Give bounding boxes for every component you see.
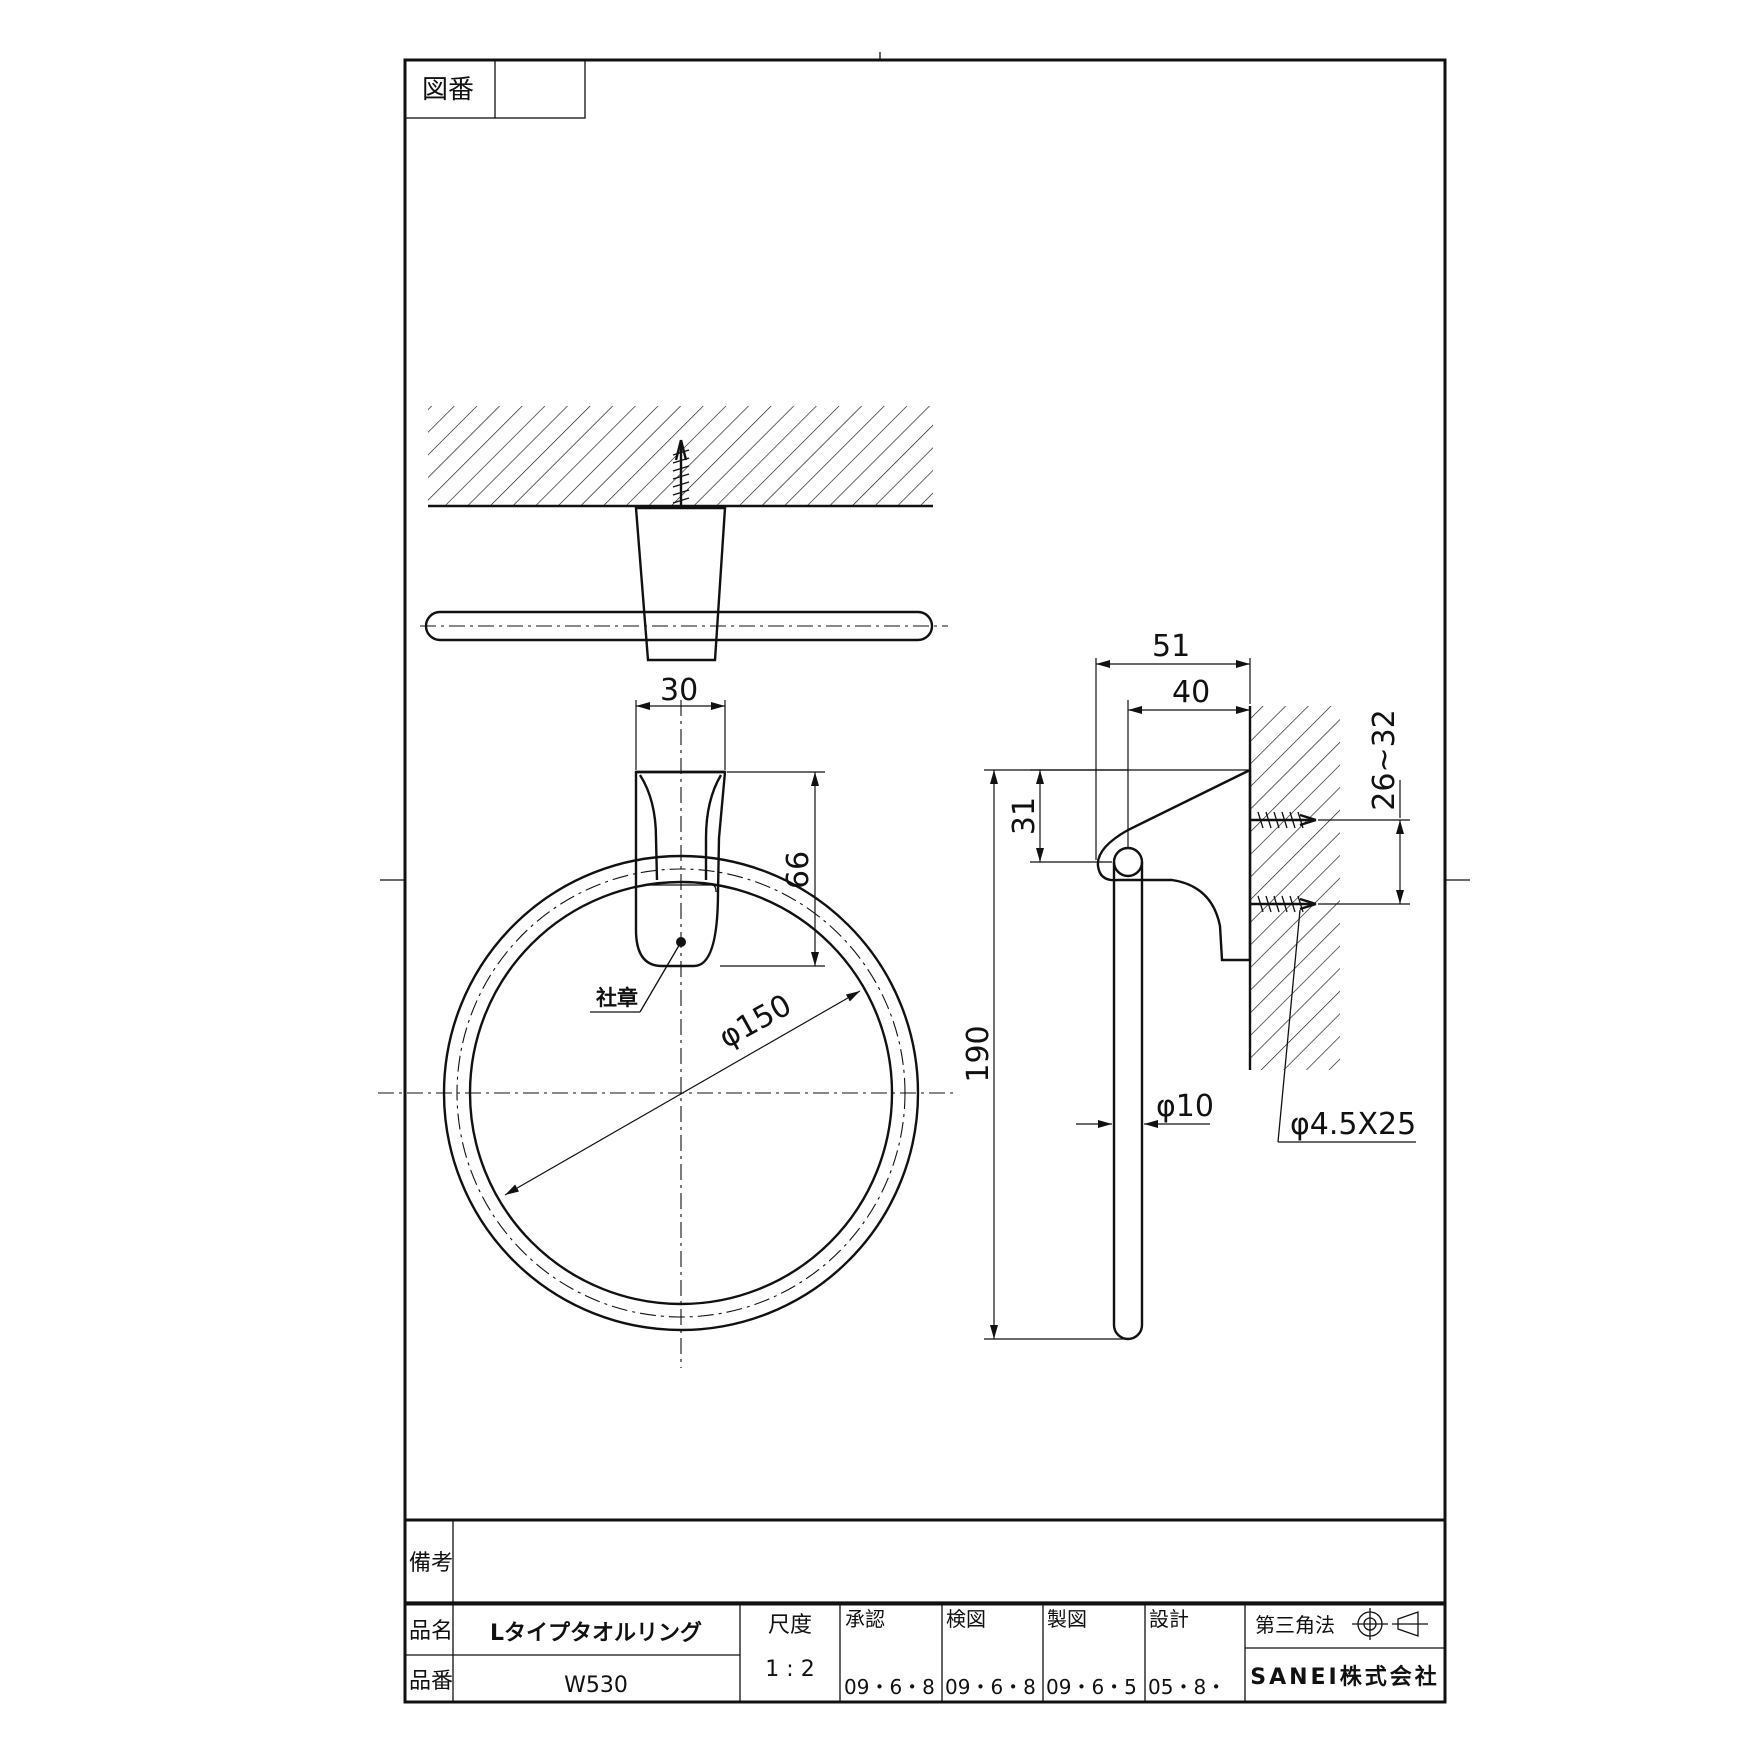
- product-name-label: 品名: [409, 1619, 453, 1644]
- logo-label: 社章: [595, 986, 638, 1010]
- dim-10-label: φ10: [1156, 1089, 1214, 1124]
- bracket-front: [634, 770, 727, 968]
- approval-date: 09・6・8: [844, 1675, 935, 1699]
- dim-26-32-label: 26~32: [1367, 709, 1402, 810]
- dimension-screw-pitch: 26~32: [1318, 709, 1410, 905]
- scale-label: 尺度: [768, 1613, 812, 1638]
- logo-callout: 社章: [590, 941, 682, 1013]
- product-name-value: Lタイプタオルリング: [490, 1620, 702, 1646]
- dim-150-label: φ150: [713, 988, 797, 1056]
- drafting-date: 09・6・5: [1046, 1675, 1137, 1699]
- screw-top: [672, 439, 690, 508]
- title-block: 備考 品名 Lタイプタオルリング 品番 W530 尺度 1 : 2 承認 09・…: [405, 1518, 1445, 1702]
- rod-side: [1112, 862, 1144, 1341]
- scale-value: 1 : 2: [765, 1657, 814, 1682]
- dim-31-label: 31: [1007, 797, 1042, 835]
- sheet-frame: [380, 52, 1470, 1704]
- front-view: 社章 30 66 φ150: [378, 673, 955, 1368]
- drawing-number-box: 図番: [404, 59, 586, 119]
- check-label: 検図: [946, 1607, 986, 1631]
- dim-51-label: 51: [1152, 629, 1190, 664]
- check-date: 09・6・8: [945, 1675, 1036, 1699]
- wall-hatch-side: [1250, 706, 1340, 1070]
- dimension-depth-40: 40: [1127, 675, 1250, 848]
- bracket-top: [634, 506, 727, 662]
- bracket-side: [1096, 768, 1252, 962]
- screws-side: [1250, 811, 1317, 913]
- dimension-width-30: 30: [635, 673, 726, 770]
- dim-30-label: 30: [660, 673, 698, 708]
- drawing-number-label: 図番: [422, 75, 474, 105]
- top-view: [420, 406, 948, 662]
- dimension-rod-diameter: φ10: [1076, 1089, 1214, 1128]
- approval-label: 承認: [845, 1607, 885, 1631]
- dim-66-label: 66: [781, 851, 816, 889]
- dimension-depth-51: 51: [1095, 629, 1251, 860]
- third-angle-projection-icon: [1352, 1608, 1428, 1640]
- product-number-label: 品番: [409, 1669, 453, 1694]
- company-name: SANEI株式会社: [1250, 1664, 1440, 1690]
- screw-spec-label: φ4.5X25: [1290, 1107, 1416, 1142]
- dimension-height-190: 190: [961, 769, 1128, 1340]
- dim-40-label: 40: [1172, 675, 1210, 710]
- screw-spec-callout: φ4.5X25: [1277, 909, 1416, 1143]
- dim-190-label: 190: [961, 1025, 996, 1082]
- side-view: 51 40 31 26~32 190: [961, 629, 1416, 1341]
- projection-label: 第三角法: [1255, 1613, 1335, 1637]
- remarks-label: 備考: [409, 1551, 453, 1576]
- dimension-height-66: 66: [720, 771, 825, 967]
- dimension-diameter-150: φ150: [504, 988, 861, 1196]
- design-label: 設計: [1149, 1607, 1189, 1631]
- design-date: 05・8・: [1148, 1675, 1226, 1699]
- ring-bar-top: [424, 610, 934, 642]
- product-number-value: W530: [564, 1673, 628, 1698]
- drafting-label: 製図: [1047, 1607, 1087, 1631]
